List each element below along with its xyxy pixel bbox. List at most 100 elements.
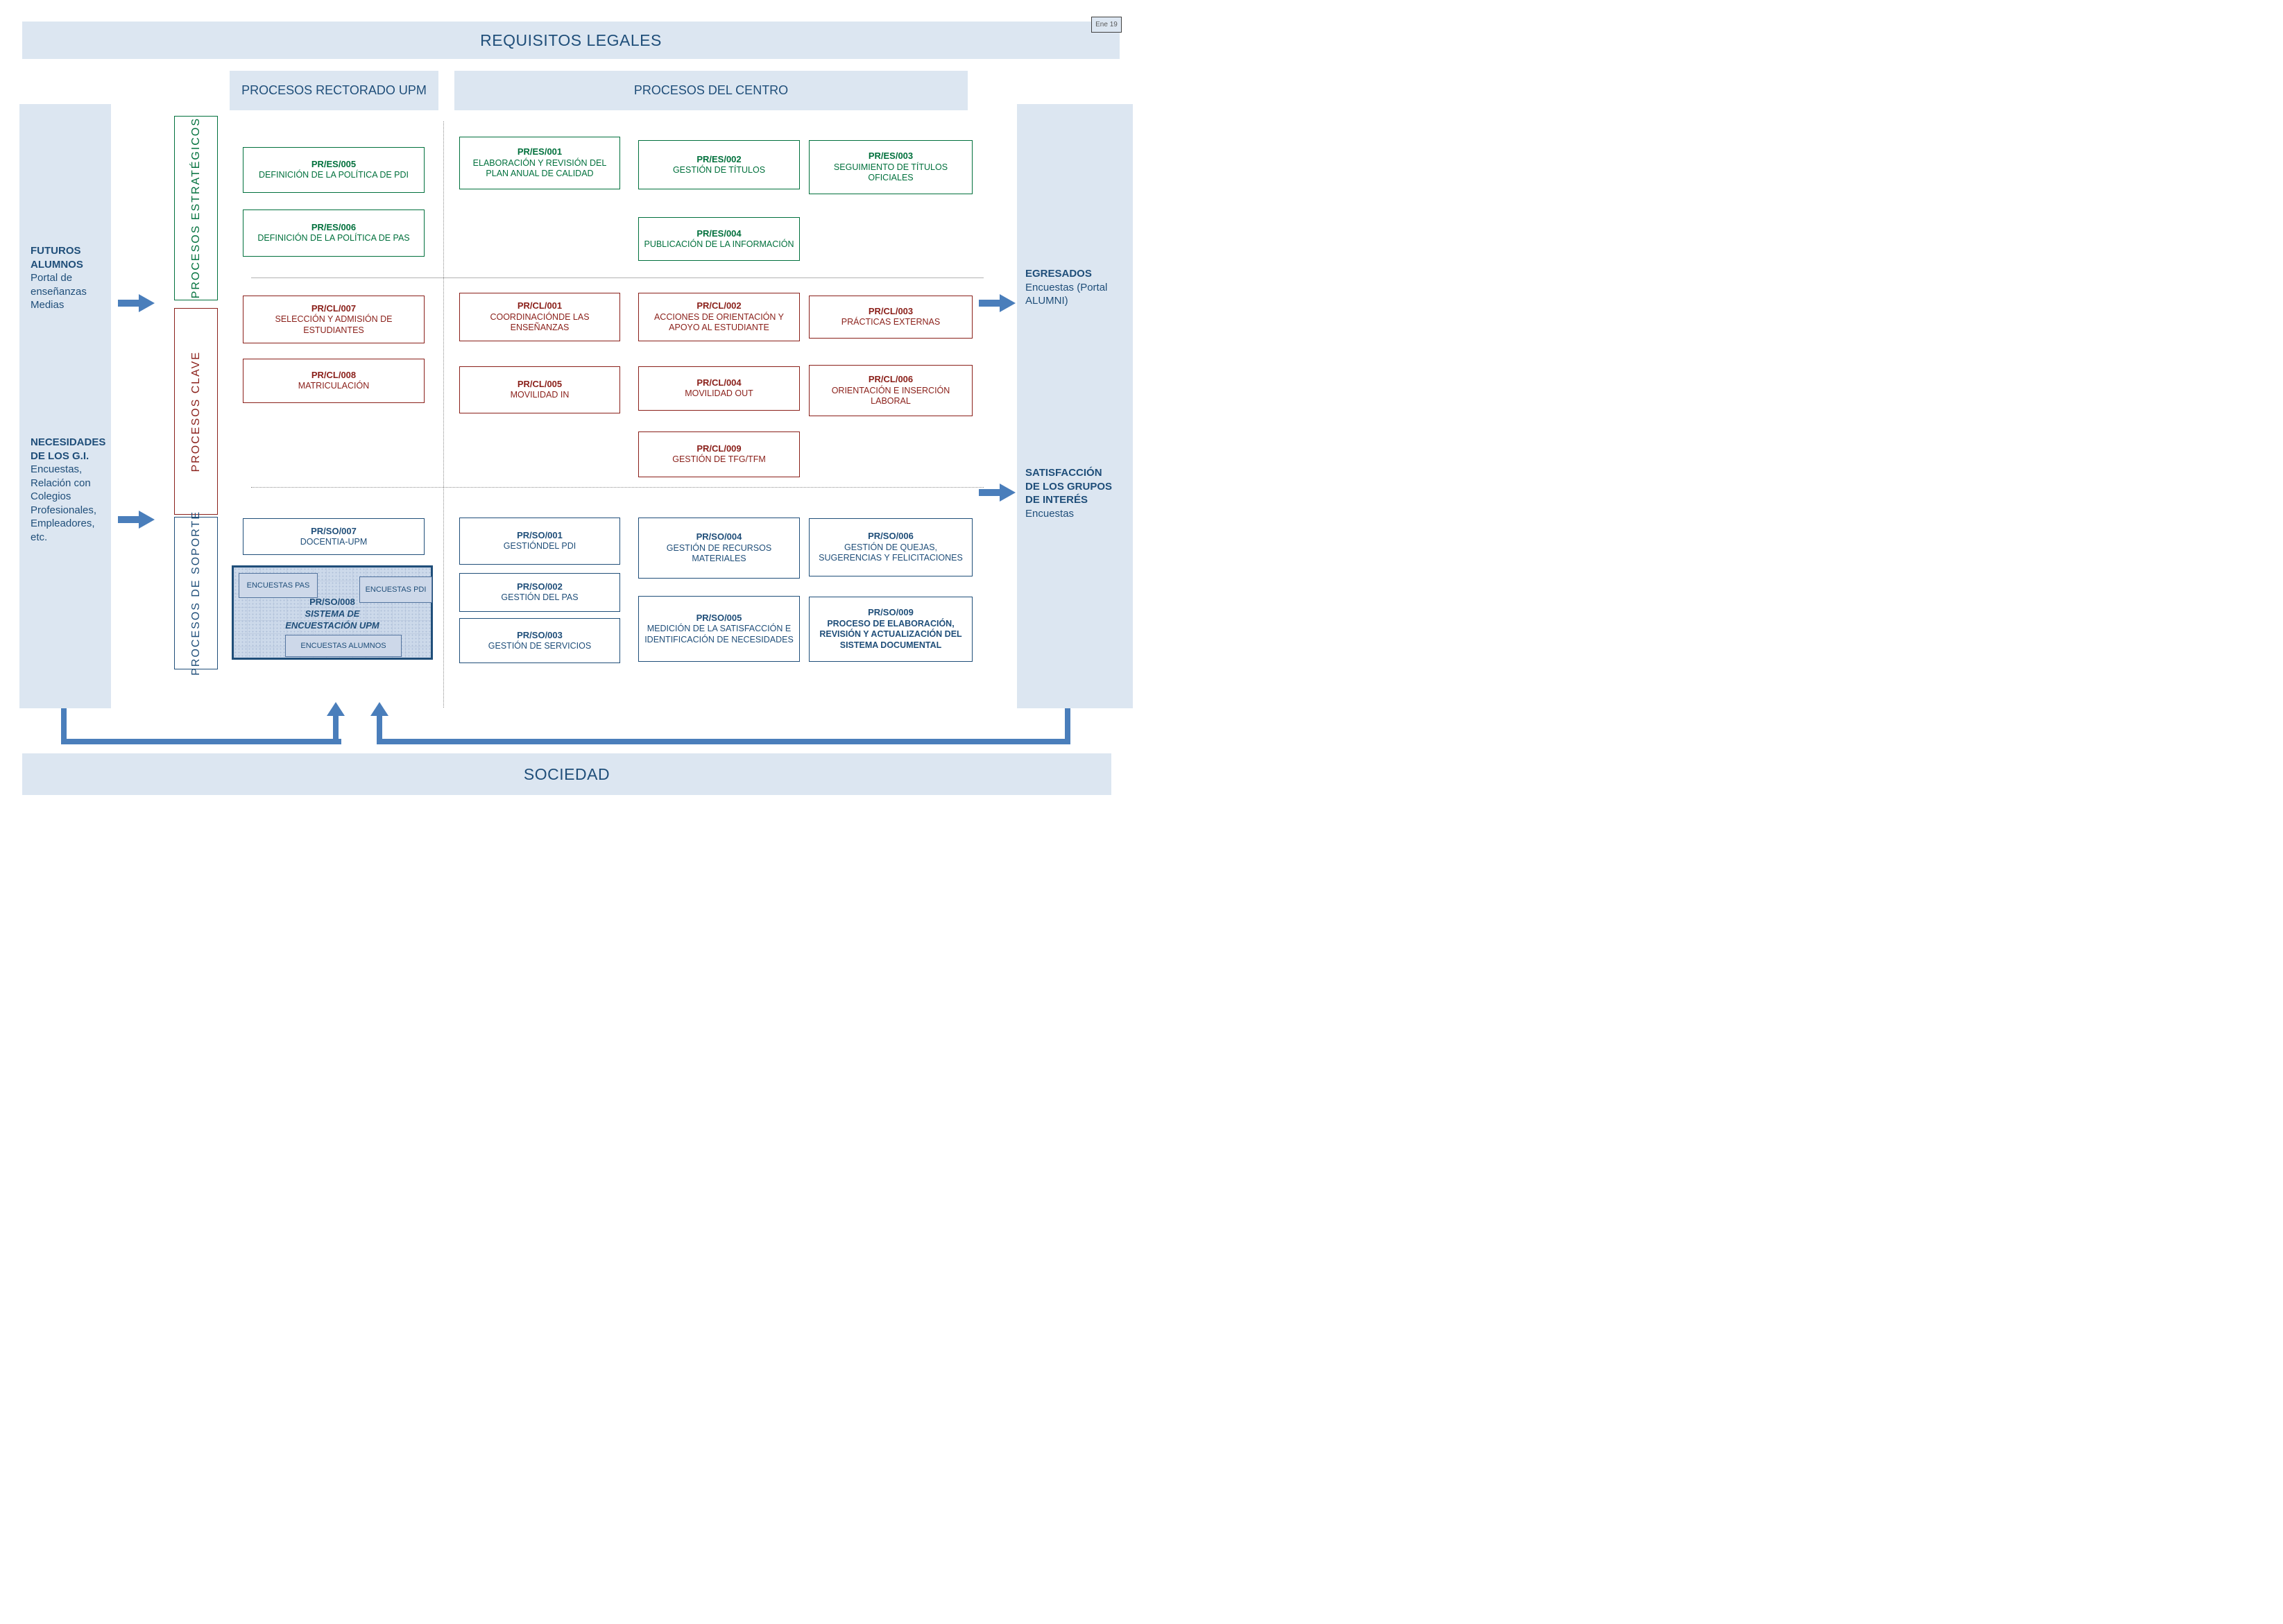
process-code: PR/CL/002: [696, 300, 742, 311]
process-box-pr-es-001: PR/ES/001 ELABORACIÓN Y REVISIÓN DEL PLA…: [459, 137, 620, 189]
divider-clave-soporte: [251, 487, 984, 488]
arrow-up-icon: [327, 702, 345, 716]
process-name: COORDINACIÓNDE LAS ENSEÑANZAS: [490, 311, 590, 333]
process-box-pr-cl-001: PR/CL/001 COORDINACIÓNDE LAS ENSEÑANZAS: [459, 293, 620, 341]
connector-left-horizontal: [61, 739, 341, 744]
process-code: PR/SO/004: [696, 531, 742, 542]
process-name: DEFINICIÓN DE LA POLÍTICA DE PDI: [258, 170, 409, 180]
process-code: PR/CL/005: [517, 379, 563, 390]
process-code: PR/CL/003: [868, 306, 914, 317]
process-box-pr-es-006: PR/ES/006 DEFINICIÓN DE LA POLÍTICA DE P…: [243, 210, 425, 257]
process-box-pr-so-009: PR/SO/009 PROCESO DE ELABORACIÓN, REVISI…: [809, 597, 973, 662]
process-box-pr-es-003: PR/ES/003 SEGUIMIENTO DE TÍTULOS OFICIAL…: [809, 140, 973, 194]
process-code: PR/ES/005: [311, 159, 357, 170]
arrow-right-icon: [979, 484, 1016, 502]
process-name-line2: ENCUESTACIÓN UPM: [285, 619, 379, 631]
process-name: GESTIÓN DE TÍTULOS: [672, 164, 766, 175]
process-box-pr-cl-004: PR/CL/004 MOVILIDAD OUT: [638, 366, 800, 411]
process-box-pr-cl-003: PR/CL/003 PRÁCTICAS EXTERNAS: [809, 296, 973, 339]
process-code: PR/SO/008: [309, 597, 355, 607]
process-name: GESTIÓN DE SERVICIOS: [488, 640, 592, 651]
process-box-pr-so-001: PR/SO/001 GESTIÓNDEL PDI: [459, 518, 620, 565]
process-code: PR/CL/007: [311, 302, 357, 314]
process-code: PR/CL/001: [517, 300, 563, 311]
process-box-pr-so-002: PR/SO/002 GESTIÓN DEL PAS: [459, 573, 620, 612]
process-name: PUBLICACIÓN DE LA INFORMACIÓN: [644, 239, 794, 249]
process-code: PR/SO/009: [868, 607, 914, 618]
process-code: PR/ES/001: [517, 146, 563, 157]
process-code: PR/SO/001: [517, 530, 563, 541]
process-name: GESTIÓN DEL PAS: [501, 592, 579, 603]
process-name: PRÁCTICAS EXTERNAS: [841, 317, 941, 327]
so008-title-block: PR/SO/008 SISTEMA DE ENCUESTACIÓN UPM: [234, 597, 431, 632]
process-name: MOVILIDAD IN: [510, 390, 570, 400]
encuestas-pdi-box: ENCUESTAS PDI: [359, 576, 432, 603]
header-rectorado: PROCESOS RECTORADO UPM: [230, 71, 438, 110]
process-box-pr-cl-009: PR/CL/009 GESTIÓN DE TFG/TFM: [638, 431, 800, 477]
encuestas-alumnos-box: ENCUESTAS ALUMNOS: [285, 635, 402, 657]
satisfaccion-body: Encuestas: [1025, 507, 1075, 520]
process-code: PR/ES/002: [696, 153, 742, 164]
process-code: PR/CL/006: [868, 374, 914, 385]
connector-right-horizontal: [377, 739, 1070, 744]
process-box-pr-so-006: PR/SO/006 GESTIÓN DE QUEJAS, SUGERENCIAS…: [809, 518, 973, 576]
process-name: MATRICULACIÓN: [298, 381, 370, 391]
process-name: ORIENTACIÓN E INSERCIÓN LABORAL: [831, 385, 950, 407]
right-sidebar: EGRESADOS Encuestas (Portal ALUMNI) SATI…: [1017, 104, 1133, 708]
process-code: PR/CL/009: [696, 443, 742, 454]
bottom-banner-label: SOCIEDAD: [523, 764, 610, 783]
process-name: GESTIÓNDEL PDI: [503, 541, 576, 552]
lane-soporte-label: PROCESOS DE SOPORTE: [189, 511, 202, 676]
lane-procesos-estrategicos: PROCESOS ESTRATÉGICOS: [174, 116, 218, 300]
process-box-pr-cl-002: PR/CL/002 ACCIONES DE ORIENTACIÓN Y APOY…: [638, 293, 800, 341]
process-map-canvas: REQUISITOS LEGALES Ene 19 PROCESOS RECTO…: [0, 0, 1142, 812]
process-code: PR/SO/006: [868, 531, 914, 542]
arrow-right-icon: [118, 294, 155, 312]
bottom-banner: SOCIEDAD: [22, 753, 1111, 795]
lane-procesos-soporte: PROCESOS DE SOPORTE: [174, 511, 218, 676]
arrow-right-icon: [118, 511, 155, 529]
divider-estrategicos-clave: [251, 277, 984, 278]
header-centro-label: PROCESOS DEL CENTRO: [633, 83, 789, 97]
header-rectorado-label: PROCESOS RECTORADO UPM: [241, 83, 427, 97]
arrow-up-icon: [370, 702, 388, 716]
process-name: GESTIÓN DE RECURSOS MATERIALES: [666, 542, 772, 564]
connector-left-vertical: [61, 708, 67, 744]
necesidades-body: Encuestas, Relación con Colegios Profesi…: [31, 463, 97, 543]
connector-right-vertical: [1065, 708, 1070, 744]
futuros-alumnos-block: FUTUROS ALUMNOS Portal de enseñanzas Med…: [31, 244, 108, 312]
top-banner: REQUISITOS LEGALES: [22, 22, 1120, 59]
lane-clave-label: PROCESOS CLAVE: [189, 350, 202, 472]
egresados-block: EGRESADOS Encuestas (Portal ALUMNI): [1025, 267, 1122, 308]
connector-left-riser: [333, 716, 339, 744]
process-box-pr-es-005: PR/ES/005 DEFINICIÓN DE LA POLÍTICA DE P…: [243, 147, 425, 193]
process-name: PROCESO DE ELABORACIÓN, REVISIÓN Y ACTUA…: [819, 618, 962, 650]
divider-rectorado-centro: [443, 121, 444, 708]
lane-procesos-clave: PROCESOS CLAVE: [174, 308, 218, 515]
futuros-alumnos-body: Portal de enseñanzas Medias: [31, 272, 87, 311]
process-box-pr-cl-006: PR/CL/006 ORIENTACIÓN E INSERCIÓN LABORA…: [809, 365, 973, 416]
process-name: DEFINICIÓN DE LA POLÍTICA DE PAS: [257, 233, 410, 243]
process-name: ACCIONES DE ORIENTACIÓN Y APOYO AL ESTUD…: [653, 311, 785, 333]
left-sidebar: FUTUROS ALUMNOS Portal de enseñanzas Med…: [19, 104, 111, 708]
process-name-line1: SISTEMA DE: [305, 608, 360, 619]
process-name: SELECCIÓN Y ADMISIÓN DE ESTUDIANTES: [275, 314, 393, 335]
process-box-pr-cl-005: PR/CL/005 MOVILIDAD IN: [459, 366, 620, 413]
process-box-pr-cl-007: PR/CL/007 SELECCIÓN Y ADMISIÓN DE ESTUDI…: [243, 296, 425, 343]
necesidades-block: NECESIDADES DE LOS G.I. Encuestas, Relac…: [31, 436, 108, 544]
encuestas-pdi-label: ENCUESTAS PDI: [365, 586, 427, 594]
process-code: PR/CL/004: [696, 377, 742, 388]
encuestas-pas-label: ENCUESTAS PAS: [246, 581, 310, 590]
satisfaccion-title: SATISFACCIÓN DE LOS GRUPOS DE INTERÉS: [1025, 467, 1113, 506]
date-badge: Ene 19: [1091, 17, 1122, 33]
process-code: PR/ES/003: [868, 151, 914, 162]
satisfaccion-block: SATISFACCIÓN DE LOS GRUPOS DE INTERÉS En…: [1025, 466, 1115, 520]
process-name: GESTIÓN DE TFG/TFM: [672, 454, 766, 465]
arrow-right-icon: [979, 294, 1016, 312]
process-box-pr-cl-008: PR/CL/008 MATRICULACIÓN: [243, 359, 425, 403]
process-code: PR/SO/002: [517, 581, 563, 592]
process-name: MEDICIÓN DE LA SATISFACCIÓN E IDENTIFICA…: [644, 624, 794, 644]
header-centro: PROCESOS DEL CENTRO: [454, 71, 968, 110]
futuros-alumnos-title: FUTUROS ALUMNOS: [31, 245, 83, 271]
top-banner-label: REQUISITOS LEGALES: [480, 31, 662, 49]
